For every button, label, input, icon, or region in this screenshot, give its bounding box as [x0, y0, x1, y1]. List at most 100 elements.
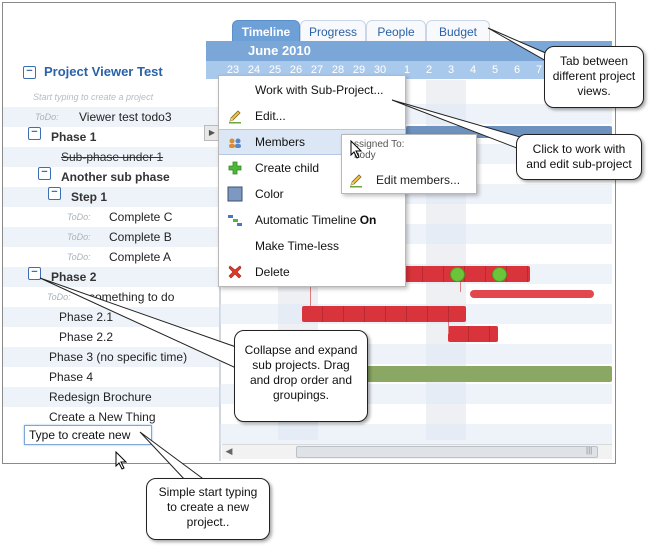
- day-label: 26: [289, 64, 303, 76]
- menu-item-create-child[interactable]: Create child: [219, 155, 405, 181]
- collapse-project-icon[interactable]: −: [23, 66, 36, 80]
- tree-item-label: Redesign Brochure: [49, 390, 152, 404]
- todo-tag: ToDo:: [35, 112, 59, 122]
- tree-row[interactable]: Phase 2.1: [3, 307, 219, 327]
- menu-item-color[interactable]: Color: [219, 181, 405, 207]
- day-label: 7: [535, 64, 543, 76]
- tree-row[interactable]: − Phase 1: [3, 127, 219, 147]
- tree-item-label: Phase 4: [49, 370, 94, 384]
- tab-budget[interactable]: Budget: [426, 20, 490, 43]
- plus-icon: [227, 160, 243, 176]
- collapse-icon[interactable]: −: [48, 187, 61, 200]
- tab-timeline[interactable]: Timeline: [232, 20, 300, 43]
- tree-row[interactable]: − Phase 2: [3, 267, 219, 287]
- dependency-line: [310, 282, 311, 306]
- tree-row[interactable]: ToDo: something to do: [3, 287, 219, 307]
- menu-item-work-with-subproject[interactable]: Work with Sub-Project...: [219, 77, 405, 103]
- milestone-icon[interactable]: [450, 267, 465, 282]
- tree-item-label: Phase 1: [51, 130, 97, 144]
- project-header[interactable]: −Project Viewer Test: [23, 61, 239, 83]
- menu-item-label: Work with Sub-Project...: [255, 83, 384, 97]
- timeline-icon: [227, 212, 243, 228]
- assigned-to-label: ssigned To:: [354, 139, 405, 150]
- day-label: 3: [447, 64, 455, 76]
- menu-item-label: Members: [255, 135, 306, 149]
- members-icon: [227, 135, 243, 151]
- tree-row[interactable]: ToDo: Viewer test todo3: [3, 107, 219, 127]
- day-label: 24: [247, 64, 261, 76]
- menu-item-label: Delete: [255, 265, 290, 279]
- day-label: 6: [513, 64, 521, 76]
- callout-collapse: Collapse and expand sub projects. Drag a…: [234, 330, 368, 422]
- pencil-icon: [227, 108, 243, 124]
- tree-row[interactable]: Redesign Brochure: [3, 387, 219, 407]
- phase2-2-bar[interactable]: [448, 326, 498, 342]
- tree-item-label: Phase 2.2: [59, 330, 114, 344]
- menu-item-make-timeless[interactable]: Make Time-less: [219, 233, 405, 259]
- day-label: 23: [226, 64, 240, 76]
- scrollbar-thumb[interactable]: [296, 446, 598, 458]
- tree-item-label: Another sub phase: [61, 170, 170, 184]
- todo-tag: ToDo:: [67, 252, 91, 262]
- phase2-1-bar[interactable]: [302, 306, 466, 322]
- menu-item-suffix: On: [359, 213, 377, 227]
- day-label: 27: [310, 64, 324, 76]
- tree-row[interactable]: Create a New Thing: [3, 407, 219, 427]
- color-swatch-icon: [227, 186, 243, 202]
- day-label: 30: [373, 64, 387, 76]
- menu-item-label: Color: [255, 187, 284, 201]
- phase2-bar[interactable]: [402, 266, 530, 282]
- tree-item-label: something to do: [89, 290, 175, 304]
- tree-row[interactable]: Phase 2.2: [3, 327, 219, 347]
- tree-row[interactable]: Phase 4: [3, 367, 219, 387]
- tree-row[interactable]: ToDo: Complete C: [3, 207, 219, 227]
- tree-row[interactable]: ToDo: Complete B: [3, 227, 219, 247]
- menu-item-delete[interactable]: Delete: [219, 259, 405, 285]
- menu-item-label: Automatic Timeline: [255, 213, 357, 227]
- callout-typing: Simple start typing to create a new proj…: [146, 478, 270, 540]
- callout-subproject: Click to work with and edit sub-project: [516, 134, 642, 180]
- delete-icon: [227, 264, 243, 280]
- tree-item-label: Phase 2.1: [59, 310, 114, 324]
- menu-item-label: Make Time-less: [255, 239, 340, 253]
- day-label: 2: [425, 64, 433, 76]
- pencil-icon: [348, 172, 364, 195]
- milestone-icon[interactable]: [492, 267, 507, 282]
- tree-row[interactable]: Sub-phase under 1: [3, 147, 219, 167]
- project-tree-panel: −Project Viewer Test Start typing to cre…: [3, 3, 219, 463]
- collapse-icon[interactable]: −: [28, 127, 41, 140]
- menu-item-automatic-timeline[interactable]: Automatic Timeline On: [219, 207, 405, 233]
- tree-row[interactable]: − Another sub phase: [3, 167, 219, 187]
- month-label: June 2010: [248, 43, 311, 58]
- menu-item-label: Create child: [255, 161, 320, 175]
- tree-item-label: Phase 2: [51, 270, 97, 284]
- day-label: 1: [403, 64, 411, 76]
- assigned-to-info: ssigned To: body: [354, 139, 404, 161]
- tree-item-label: Phase 3 (no specific time): [49, 350, 188, 364]
- assigned-to-value: body: [354, 150, 376, 161]
- collapse-icon[interactable]: −: [28, 267, 41, 280]
- day-label: 25: [268, 64, 282, 76]
- new-project-input[interactable]: [24, 425, 152, 445]
- grip-icon: |||: [586, 446, 593, 455]
- tree-item-label: Create a New Thing: [49, 410, 156, 424]
- search-hint: Start typing to create a project: [33, 92, 154, 102]
- menu-item-edit[interactable]: Edit...: [219, 103, 405, 129]
- tree-row[interactable]: Phase 3 (no specific time): [3, 347, 219, 367]
- mouse-cursor-icon: [350, 140, 363, 159]
- day-label: 28: [331, 64, 345, 76]
- scroll-left-icon[interactable]: ◀: [225, 446, 233, 456]
- todo-bar[interactable]: [470, 290, 594, 298]
- menu-item-label: Edit...: [255, 109, 286, 123]
- tree-row[interactable]: ToDo: Complete A: [3, 247, 219, 267]
- tree-row[interactable]: − Step 1: [3, 187, 219, 207]
- todo-tag: ToDo:: [67, 212, 91, 222]
- mouse-cursor-icon: [115, 451, 128, 470]
- collapse-icon[interactable]: −: [38, 167, 51, 180]
- menu-item-edit-members[interactable]: Edit members...: [342, 169, 476, 191]
- todo-tag: ToDo:: [67, 232, 91, 242]
- menu-item-label: Edit members...: [376, 173, 461, 187]
- tab-people[interactable]: People: [366, 20, 426, 43]
- tab-progress[interactable]: Progress: [300, 20, 366, 43]
- phase4-bar[interactable]: [360, 366, 612, 382]
